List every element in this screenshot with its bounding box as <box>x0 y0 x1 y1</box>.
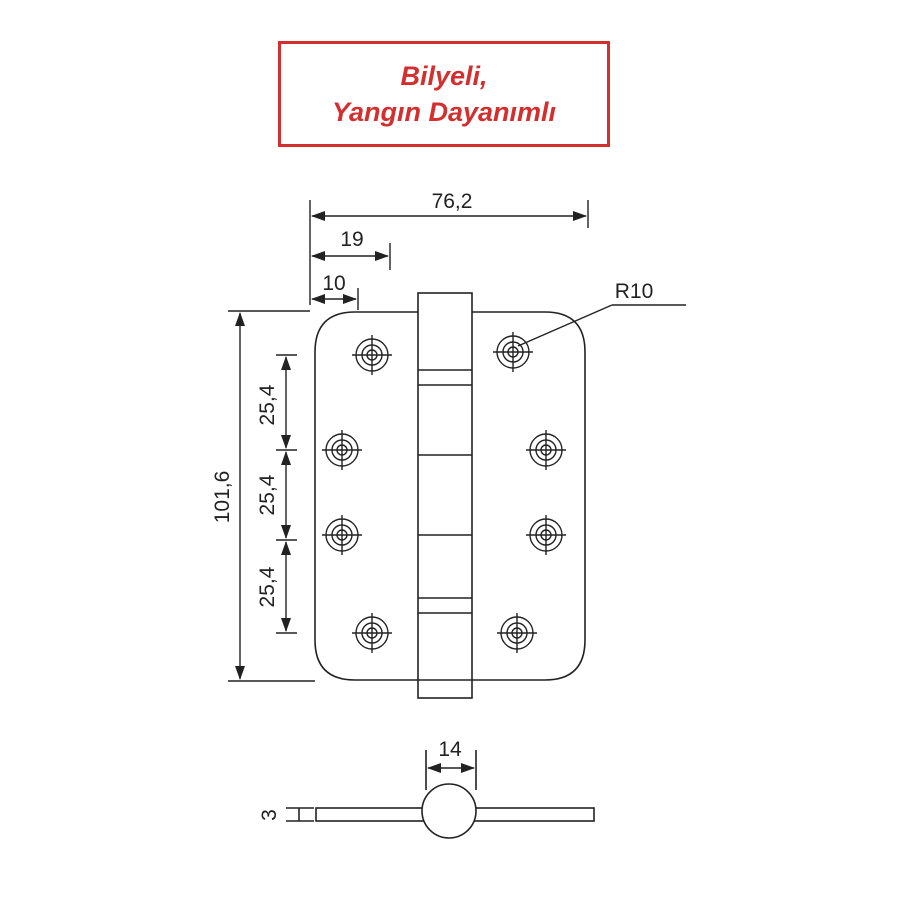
label-knuckle-diameter: 14 <box>438 738 462 761</box>
screw-hole <box>497 613 537 653</box>
hinge-leaf-outline <box>314 311 586 681</box>
label-spacing-2: 25,4 <box>256 474 279 515</box>
label-width-19: 19 <box>340 228 363 251</box>
label-width-total: 76,2 <box>432 190 473 213</box>
screw-hole <box>493 332 533 372</box>
screw-holes <box>322 332 566 653</box>
screw-hole <box>352 613 392 653</box>
hinge-profile <box>286 750 595 839</box>
label-width-10: 10 <box>322 272 345 295</box>
label-thickness: 3 <box>258 809 281 821</box>
hinge-knuckle <box>417 292 473 699</box>
screw-hole <box>526 430 566 470</box>
label-spacing-3: 25,4 <box>256 566 279 607</box>
screw-hole <box>352 335 392 375</box>
radius-leader <box>517 304 613 347</box>
title-box: Bilyeli, Yangın Dayanımlı <box>278 41 610 147</box>
label-spacing-1: 25,4 <box>256 384 279 425</box>
screw-hole <box>322 515 362 555</box>
screw-hole <box>526 515 566 555</box>
title-line-1: Bilyeli, <box>400 61 488 91</box>
screw-hole <box>322 430 362 470</box>
label-radius: R10 <box>615 280 654 303</box>
label-height-total: 101,6 <box>211 471 234 524</box>
title-line-2: Yangın Dayanımlı <box>331 97 557 127</box>
